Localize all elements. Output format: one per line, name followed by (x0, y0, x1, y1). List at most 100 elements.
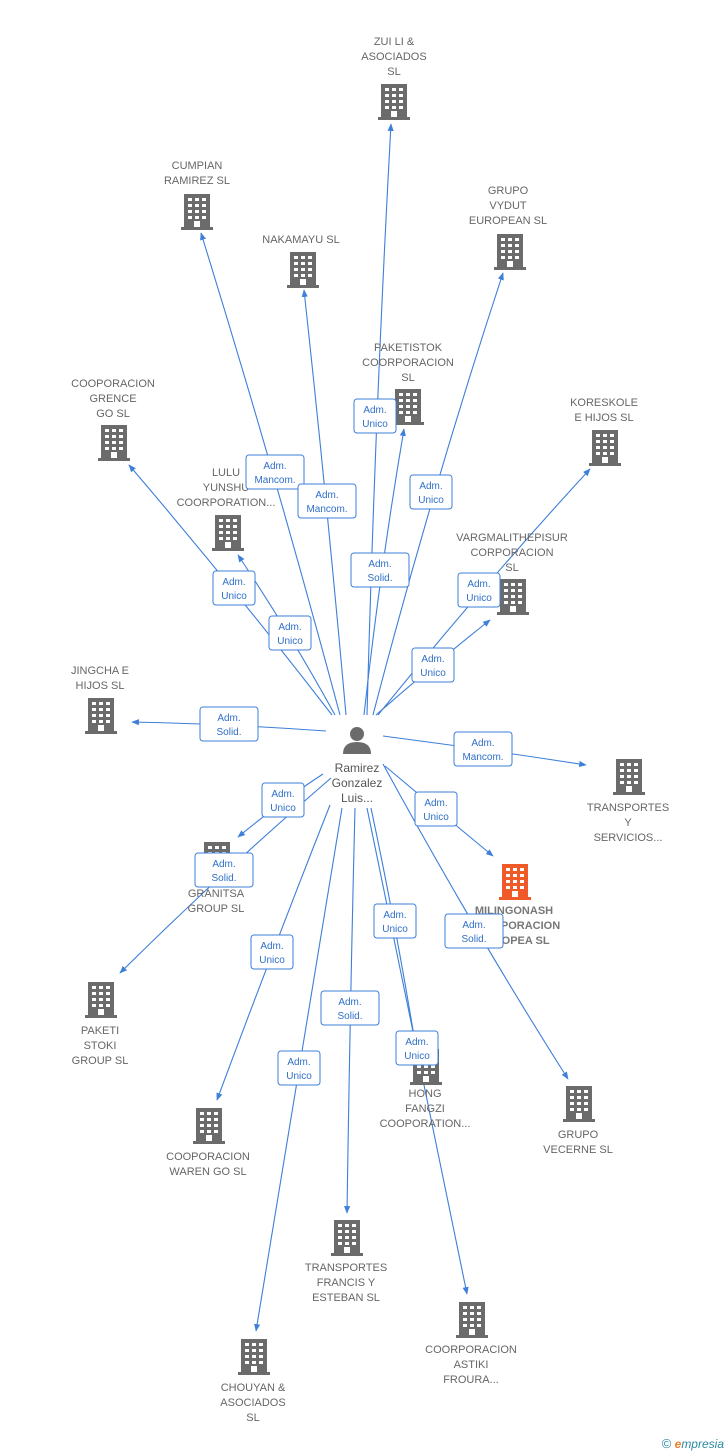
role-label-text: Adm. (421, 654, 444, 665)
company-name: ASTIKI (454, 1359, 489, 1371)
company-name: FRANCIS Y (317, 1277, 376, 1289)
company-name: GRENCE (89, 393, 136, 405)
company-node-lulu[interactable]: LULUYUNSHUCOORPORATION... (177, 467, 276, 551)
company-node-astiki[interactable]: COORPORACION ASTIKI FROURA... (425, 1302, 517, 1386)
building-icon (85, 982, 117, 1018)
person-node-center[interactable]: RamirezGonzalezLuis... (332, 727, 383, 805)
company-name: VECERNE SL (543, 1144, 613, 1156)
company-name: E HIJOS SL (574, 412, 633, 424)
person-name: Ramirez (335, 761, 380, 775)
company-name: CHOUYAN & (221, 1382, 286, 1394)
role-label-text: Adm. (338, 997, 361, 1008)
company-name: CORPORACION (470, 547, 553, 559)
company-name: GO SL (96, 408, 130, 420)
role-label-astiki[interactable]: Adm.Unico (395, 1030, 439, 1066)
role-label-vargmali[interactable]: Adm. Unico (411, 647, 455, 683)
company-name: LULU (212, 467, 240, 479)
company-name: FROURA... (443, 1374, 499, 1386)
role-label-cumpian[interactable]: Adm.Mancom. (245, 454, 305, 490)
role-label-text: Adm. (260, 941, 283, 952)
company-name: ASOCIADOS (361, 51, 426, 63)
role-label-text: Unico (420, 668, 446, 679)
company-name: YUNSHU (203, 482, 250, 494)
company-node-nakamayu[interactable]: NAKAMAYU SL (262, 234, 340, 288)
building-icon (238, 1339, 270, 1375)
building-icon (499, 864, 531, 900)
company-name: HONG (409, 1088, 442, 1100)
empresia-logo[interactable]: empresia (674, 1437, 724, 1451)
role-label-transportes-francis[interactable]: Adm.Solid. (320, 990, 380, 1026)
role-label-text: Mancom. (254, 475, 295, 486)
role-label-granitsa[interactable]: Adm.Unico (261, 782, 305, 818)
role-label-hong-fangzi[interactable]: Adm. Unico (373, 903, 417, 939)
role-label-paketi-stoki[interactable]: Adm.Solid. (194, 852, 254, 888)
company-name: GROUP SL (72, 1055, 129, 1067)
role-label-text: Unico (382, 924, 408, 935)
company-name: COORPORACION (425, 1344, 517, 1356)
role-label-text: Adm. (212, 859, 235, 870)
role-label-grupo-vecerne[interactable]: Adm.Solid. (444, 913, 504, 949)
company-name: COOPORACION (166, 1151, 250, 1163)
role-label-lulu[interactable]: Adm.Unico (268, 615, 312, 651)
company-name: Y (624, 817, 632, 829)
building-icon (392, 389, 424, 425)
role-label-text: Adm. (271, 789, 294, 800)
role-label-koreskole[interactable]: Adm. Unico (457, 572, 501, 608)
company-node-granitsa[interactable]: GRANITSA GROUP SL (188, 842, 245, 915)
role-label-chouyan[interactable]: Adm.Unico (277, 1050, 321, 1086)
building-icon (497, 579, 529, 615)
company-name: COOPORACION (71, 378, 155, 390)
role-label-text: Adm. (278, 622, 301, 633)
company-node-chouyan[interactable]: CHOUYAN & ASOCIADOS SL (220, 1339, 286, 1424)
company-name: GROUP SL (188, 903, 245, 915)
company-name: HIJOS SL (76, 680, 125, 692)
role-label-text: Adm. (462, 920, 485, 931)
role-label-milingonash[interactable]: Adm.Unico (414, 791, 458, 827)
company-name: ASOCIADOS (220, 1397, 285, 1409)
role-label-paketistok[interactable]: Adm.Solid. (350, 552, 410, 588)
role-label-transportes-y[interactable]: Adm. Mancom. (453, 731, 513, 767)
company-name: GRANITSA (188, 888, 245, 900)
role-label-text: Adm. (287, 1057, 310, 1068)
company-node-transportes-y[interactable]: TRANSPORTESYSERVICIOS... (587, 759, 669, 844)
role-label-text: Adm. (467, 579, 490, 590)
role-label-text: Mancom. (462, 752, 503, 763)
role-label-text: Adm. (383, 910, 406, 921)
role-label-jingcha[interactable]: Adm.Solid. (199, 706, 259, 742)
building-icon (85, 698, 117, 734)
company-name: SL (387, 66, 400, 78)
role-label-text: Adm. (471, 738, 494, 749)
building-icon (287, 252, 319, 288)
role-label-text: Unico (466, 593, 492, 604)
company-node-hong-fangzi[interactable]: HONGFANGZICOOPORATION... (380, 1049, 471, 1130)
company-name: EUROPEAN SL (469, 215, 547, 227)
company-name: SERVICIOS... (594, 832, 663, 844)
role-label-grupo-vydut[interactable]: Adm.Unico (409, 474, 453, 510)
role-label-zui-li[interactable]: Adm.Unico (353, 398, 397, 434)
role-label-text: Adm. (315, 490, 338, 501)
role-label-waren[interactable]: Adm.Unico (250, 934, 294, 970)
role-label-text: Adm. (222, 577, 245, 588)
person-name: Luis... (341, 791, 373, 805)
role-label-text: Unico (423, 812, 449, 823)
company-node-grence[interactable]: COOPORACION GRENCE GO SL (71, 378, 155, 461)
company-name: COORPORACION (362, 357, 454, 369)
role-label-grence[interactable]: Adm.Unico (212, 570, 256, 606)
role-label-text: Adm. (217, 713, 240, 724)
company-name: GRUPO (488, 185, 529, 197)
role-label-nakamayu[interactable]: Adm.Mancom. (297, 483, 357, 519)
company-name: SL (246, 1412, 259, 1424)
role-label-text: Adm. (363, 405, 386, 416)
